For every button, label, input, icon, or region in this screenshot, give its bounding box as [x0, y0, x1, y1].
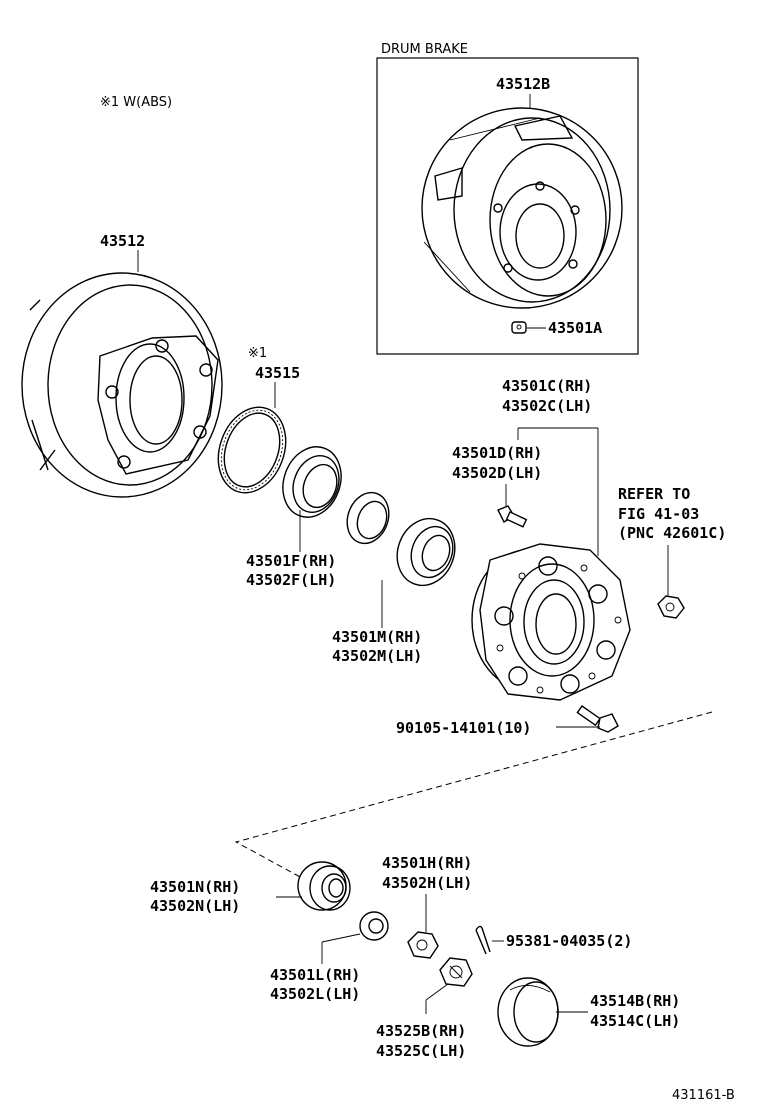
- abs-sensor-rotor-43515[interactable]: [207, 398, 297, 503]
- label-43501A[interactable]: 43501A: [548, 319, 602, 337]
- label-43512[interactable]: 43512: [100, 232, 145, 250]
- bearing-cone-43501M[interactable]: [388, 510, 464, 593]
- label-95381[interactable]: 95381-04035(2): [506, 932, 632, 950]
- hub-bolt-90105[interactable]: [576, 705, 619, 733]
- refer-line-3[interactable]: (PNC 42601C): [618, 524, 726, 542]
- label-43501F[interactable]: 43501F(RH): [246, 552, 336, 570]
- drum-brake-frame: [376, 57, 639, 355]
- bearing-43501N[interactable]: [297, 861, 351, 911]
- label-43501C[interactable]: 43501C(RH): [502, 377, 592, 395]
- label-43512B[interactable]: 43512B: [496, 75, 550, 93]
- hub-bolt-43501D[interactable]: [497, 505, 528, 528]
- note-mark: ※1: [248, 346, 267, 361]
- label-43514C[interactable]: 43514C(LH): [590, 1012, 680, 1030]
- label-43502N[interactable]: 43502N(LH): [150, 897, 240, 915]
- label-43502D[interactable]: 43502D(LH): [452, 464, 542, 482]
- drum-brake-title: DRUM BRAKE: [381, 42, 468, 57]
- drum-brake-inset: DRUM BRAKE 43512B 43501A: [376, 42, 639, 355]
- brake-drum-43512B[interactable]: [421, 107, 623, 309]
- refer-line-1[interactable]: REFER TO: [618, 485, 690, 503]
- bearing-cup-43501M[interactable]: [340, 487, 395, 550]
- hub-nut-icon[interactable]: [657, 595, 685, 619]
- label-90105[interactable]: 90105-14101(10): [396, 719, 531, 737]
- label-43515[interactable]: 43515: [255, 364, 300, 382]
- figure-id: 431161-B: [672, 1088, 735, 1103]
- abs-note: ※1 W(ABS): [100, 95, 172, 110]
- axle-hub-43501C[interactable]: [471, 543, 631, 701]
- label-43502M[interactable]: 43502M(LH): [332, 647, 422, 665]
- label-43502C[interactable]: 43502C(LH): [502, 397, 592, 415]
- label-43501H[interactable]: 43501H(RH): [382, 854, 472, 872]
- label-43501D[interactable]: 43501D(RH): [452, 444, 542, 462]
- label-43502F[interactable]: 43502F(LH): [246, 571, 336, 589]
- label-43501N[interactable]: 43501N(RH): [150, 878, 240, 896]
- refer-line-2[interactable]: FIG 41-03: [618, 505, 699, 523]
- label-43502L[interactable]: 43502L(LH): [270, 985, 360, 1003]
- grease-cap-43514B[interactable]: [497, 977, 559, 1047]
- disc-rotor-43512[interactable]: [21, 272, 223, 498]
- assembly-connector: [234, 711, 713, 879]
- nut-43501H[interactable]: [407, 931, 439, 959]
- washer-43501L[interactable]: [359, 911, 389, 941]
- label-43501L[interactable]: 43501L(RH): [270, 966, 360, 984]
- lock-cap-43525B[interactable]: [439, 957, 473, 987]
- label-43525C[interactable]: 43525C(LH): [376, 1042, 466, 1060]
- stud-43501A[interactable]: [511, 321, 546, 334]
- label-43525B[interactable]: 43525B(RH): [376, 1022, 466, 1040]
- label-43501M[interactable]: 43501M(RH): [332, 628, 422, 646]
- cotter-pin-95381[interactable]: [475, 925, 491, 955]
- label-43502H[interactable]: 43502H(LH): [382, 874, 472, 892]
- label-43514B[interactable]: 43514B(RH): [590, 992, 680, 1010]
